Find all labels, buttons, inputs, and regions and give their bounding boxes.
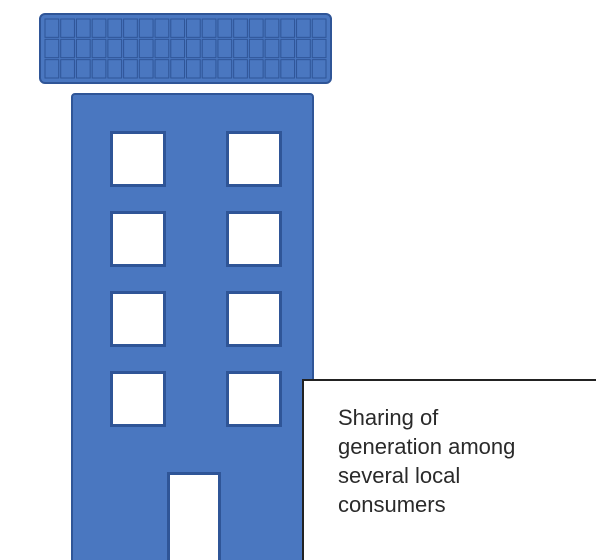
solar-cell: [123, 59, 138, 79]
callout-text: Sharing of generation among several loca…: [338, 405, 516, 517]
solar-cell: [138, 18, 154, 38]
building-window: [226, 371, 282, 427]
solar-cell: [280, 59, 296, 79]
solar-cell: [280, 18, 296, 38]
solar-cell: [264, 38, 280, 59]
callout-box: Sharing of generation among several loca…: [302, 379, 596, 560]
solar-cell: [217, 59, 233, 79]
solar-cell: [248, 18, 264, 38]
solar-cell: [233, 59, 248, 79]
solar-cell: [75, 38, 91, 59]
solar-cell: [170, 59, 185, 79]
solar-cell: [186, 59, 201, 79]
building-window: [110, 211, 166, 267]
solar-cell: [311, 59, 327, 79]
building-window: [226, 291, 282, 347]
solar-cell: [170, 38, 185, 59]
building-window: [226, 131, 282, 187]
solar-cell: [154, 18, 170, 38]
solar-cell: [186, 38, 201, 59]
solar-cell: [201, 18, 217, 38]
solar-cell: [248, 59, 264, 79]
solar-cell: [296, 59, 311, 79]
building-icon: [71, 93, 314, 560]
solar-cell: [75, 59, 91, 79]
solar-cell: [60, 59, 75, 79]
solar-cell: [264, 59, 280, 79]
solar-cell: [138, 38, 154, 59]
solar-cell: [60, 18, 75, 38]
solar-cell: [75, 18, 91, 38]
solar-cell: [233, 38, 248, 59]
solar-cell: [217, 18, 233, 38]
solar-cell: [91, 38, 107, 59]
solar-cell: [233, 18, 248, 38]
building-door: [167, 472, 221, 560]
solar-cell: [123, 18, 138, 38]
solar-cell: [91, 18, 107, 38]
solar-cell: [280, 38, 296, 59]
solar-cell: [60, 38, 75, 59]
building-window: [110, 131, 166, 187]
solar-cell: [217, 38, 233, 59]
solar-cell: [91, 59, 107, 79]
solar-cell: [296, 38, 311, 59]
solar-cell: [154, 38, 170, 59]
solar-cell: [44, 38, 60, 59]
solar-cell: [186, 18, 201, 38]
solar-cell: [311, 38, 327, 59]
building-window: [110, 291, 166, 347]
solar-cell: [154, 59, 170, 79]
solar-cell: [107, 18, 123, 38]
solar-cell: [311, 18, 327, 38]
solar-panel-grid: [44, 18, 327, 79]
solar-cell: [123, 38, 138, 59]
building-window: [110, 371, 166, 427]
solar-cell: [264, 18, 280, 38]
building-window: [226, 211, 282, 267]
solar-panel-icon: [39, 13, 332, 84]
solar-cell: [107, 59, 123, 79]
solar-cell: [107, 38, 123, 59]
solar-cell: [248, 38, 264, 59]
solar-cell: [138, 59, 154, 79]
solar-cell: [296, 18, 311, 38]
solar-cell: [170, 18, 185, 38]
solar-cell: [44, 59, 60, 79]
solar-cell: [201, 59, 217, 79]
solar-cell: [201, 38, 217, 59]
solar-cell: [44, 18, 60, 38]
